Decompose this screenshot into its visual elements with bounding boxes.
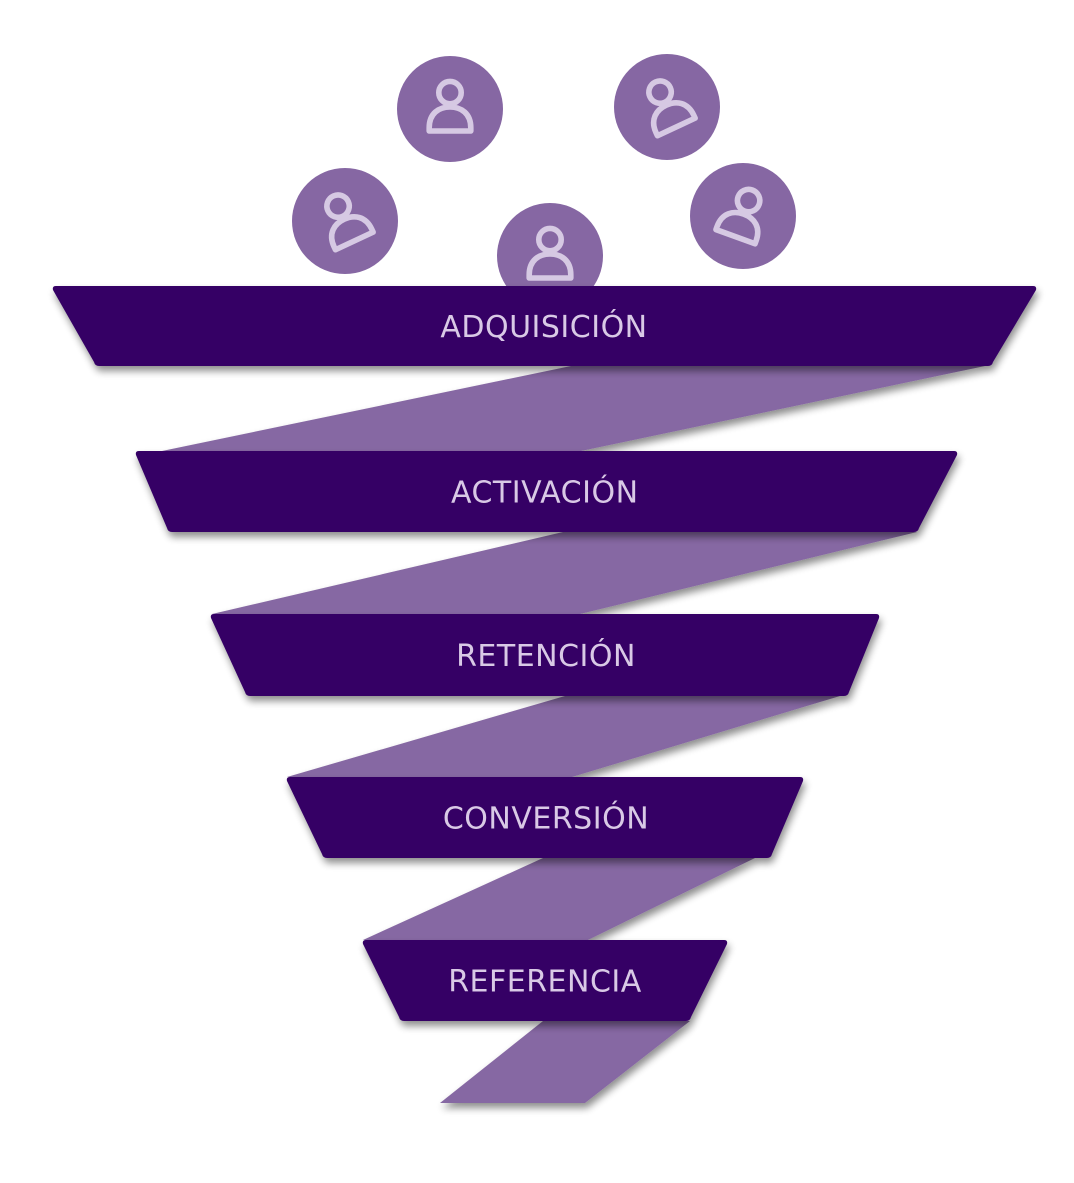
stage-acquisition: ADQUISICIÓN <box>52 286 1037 366</box>
stage-band <box>362 940 728 1021</box>
stage-label: ADQUISICIÓN <box>440 308 647 345</box>
stage-conversion: CONVERSIÓN <box>286 777 804 858</box>
user-avatar <box>292 168 398 274</box>
stage-band <box>135 451 958 532</box>
stage-referral: REFERENCIA <box>362 940 728 1021</box>
user-avatar <box>397 56 503 162</box>
stage-band <box>52 286 1037 366</box>
funnel-stages: ADQUISICIÓN ACTIVACIÓN RETENCIÓN CONVERS… <box>52 286 1037 1021</box>
stage-activation: ACTIVACIÓN <box>135 451 958 532</box>
funnel-ribbon <box>212 532 917 614</box>
funnel-ribbon <box>287 696 840 777</box>
user-avatar <box>497 203 603 309</box>
funnel-ribbons <box>162 366 985 1103</box>
stage-label: REFERENCIA <box>448 965 642 1000</box>
stage-label: RETENCIÓN <box>456 637 636 674</box>
funnel-ribbon <box>440 1021 690 1103</box>
users-group <box>292 54 796 309</box>
funnel-ribbon <box>363 858 755 940</box>
stage-band <box>286 777 804 858</box>
funnel-ribbon <box>162 366 985 451</box>
stage-label: ACTIVACIÓN <box>451 474 639 511</box>
stage-band <box>210 614 880 696</box>
user-avatar <box>690 163 796 269</box>
stage-label: CONVERSIÓN <box>443 800 649 837</box>
stage-retention: RETENCIÓN <box>210 614 880 696</box>
user-avatar <box>614 54 720 160</box>
